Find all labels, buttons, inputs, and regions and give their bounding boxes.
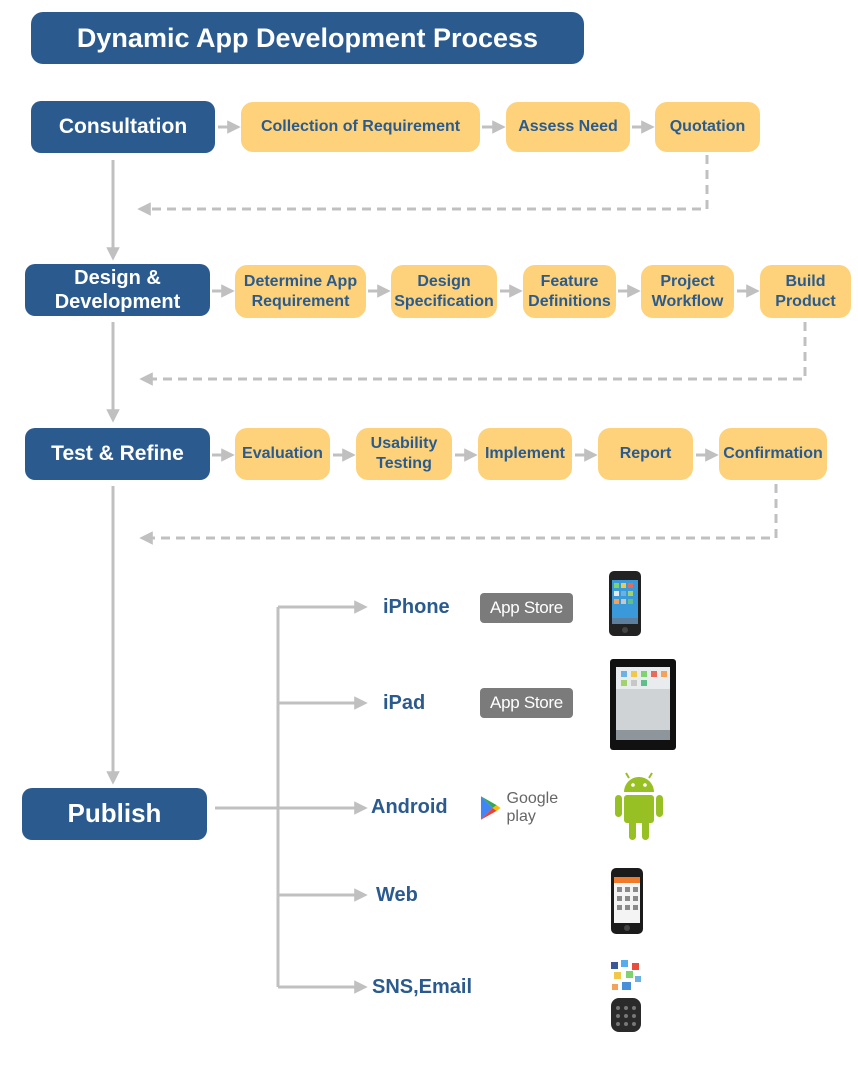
step-determine-app-requirement: Determine App Requirement xyxy=(235,265,366,318)
step-report: Report xyxy=(598,428,693,480)
google-play-badge: Google play xyxy=(480,790,590,825)
diagram-title: Dynamic App Development Process xyxy=(31,12,584,64)
android-robot-icon xyxy=(615,772,663,840)
step-design-specification: Design Specification xyxy=(391,265,497,318)
feedback-loop-3 xyxy=(139,484,778,545)
phase-consultation: Consultation xyxy=(31,101,215,153)
target-ipad: iPad xyxy=(383,692,426,714)
phase-test-refine: Test & Refine xyxy=(25,428,210,480)
step-project-workflow: Project Workflow xyxy=(641,265,734,318)
google-play-icon xyxy=(480,796,501,820)
step-feature-definitions: Feature Definitions xyxy=(523,265,616,318)
feedback-loop-2 xyxy=(139,322,807,386)
ipad-device-icon xyxy=(610,659,676,750)
step-collection-of-requirement: Collection of Requirement xyxy=(241,102,480,152)
target-web: Web xyxy=(376,884,418,906)
app-store-badge-ipad: App Store xyxy=(480,688,573,718)
step-implement: Implement xyxy=(478,428,572,480)
app-store-badge-iphone: App Store xyxy=(480,593,573,623)
phase-design-development: Design & Development xyxy=(25,264,210,316)
sns-email-icon xyxy=(611,960,641,1032)
target-android: Android xyxy=(371,796,448,818)
step-evaluation: Evaluation xyxy=(235,428,330,480)
step-assess-need: Assess Need xyxy=(506,102,630,152)
google-play-label: Google play xyxy=(506,790,559,825)
iphone-device-icon xyxy=(609,571,641,636)
target-sns-email: SNS,Email xyxy=(372,976,473,998)
phase-publish: Publish xyxy=(22,788,207,840)
feedback-loop-1 xyxy=(137,155,709,216)
target-iphone: iPhone xyxy=(383,596,450,618)
web-phone-icon xyxy=(611,868,643,934)
step-usability-testing: Usability Testing xyxy=(356,428,452,480)
step-build-product: Build Product xyxy=(760,265,851,318)
step-confirmation: Confirmation xyxy=(719,428,827,480)
step-quotation: Quotation xyxy=(655,102,760,152)
